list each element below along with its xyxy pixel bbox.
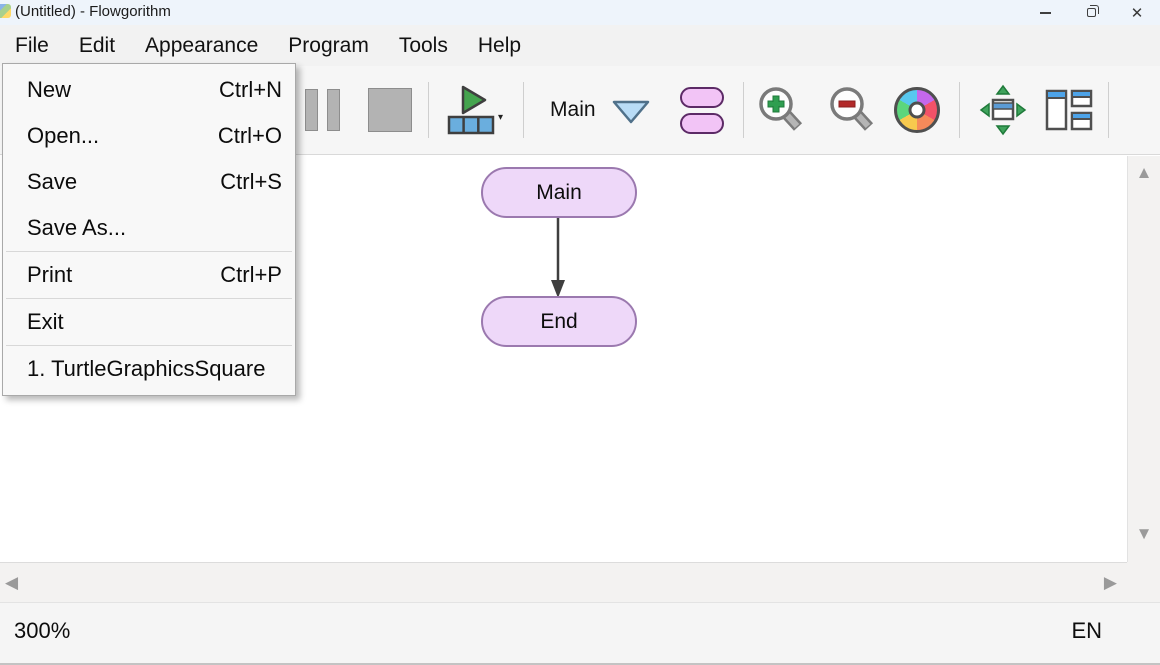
file-menu-item-open[interactable]: Open... Ctrl+O bbox=[3, 113, 295, 159]
vertical-scrollbar[interactable]: ▲ ▼ bbox=[1127, 156, 1160, 562]
language-indicator: EN bbox=[1071, 618, 1102, 643]
file-menu-item-new[interactable]: New Ctrl+N bbox=[3, 67, 295, 113]
pause-icon bbox=[327, 89, 340, 131]
shapes-icon bbox=[679, 112, 724, 134]
flow-arrow[interactable] bbox=[548, 218, 568, 300]
stop-button[interactable] bbox=[368, 88, 412, 132]
color-wheel-button[interactable] bbox=[893, 87, 940, 133]
restore-icon bbox=[1086, 4, 1099, 17]
toolbar-separator bbox=[428, 82, 429, 138]
menu-bar: File Edit Appearance Program Tools Help bbox=[0, 25, 1160, 66]
menu-file[interactable]: File bbox=[15, 33, 49, 57]
minimize-icon bbox=[1039, 11, 1051, 14]
close-button[interactable]: ✕ bbox=[1114, 0, 1160, 25]
node-label: Main bbox=[536, 180, 582, 204]
window-controls: ✕ bbox=[1022, 0, 1160, 25]
toolbar-separator bbox=[742, 82, 744, 138]
status-bar: 300% EN bbox=[0, 602, 1160, 665]
flowchart-node-main[interactable]: Main bbox=[481, 167, 637, 218]
layout-windows-button[interactable] bbox=[1045, 85, 1093, 135]
scroll-up-icon[interactable]: ▲ bbox=[1135, 163, 1153, 182]
shapes-button[interactable] bbox=[679, 86, 724, 134]
menu-item-label: Open... bbox=[27, 123, 100, 148]
pause-button[interactable] bbox=[305, 89, 340, 131]
scroll-left-icon[interactable]: ◀ bbox=[5, 573, 19, 592]
menu-edit[interactable]: Edit bbox=[78, 33, 116, 57]
menu-item-label: Print bbox=[27, 262, 73, 287]
file-menu-dropdown: New Ctrl+N Open... Ctrl+O Save Ctrl+S Sa… bbox=[2, 63, 296, 396]
menu-separator bbox=[6, 251, 292, 252]
title-bar: (Untitled) - Flowgorithm ✕ bbox=[0, 0, 1160, 25]
menu-item-shortcut: Ctrl+P bbox=[220, 262, 282, 287]
zoom-in-button[interactable] bbox=[757, 85, 803, 135]
node-label: End bbox=[540, 309, 578, 333]
menu-item-shortcut: Ctrl+S bbox=[220, 169, 282, 194]
menu-item-label: Save As... bbox=[27, 215, 127, 240]
menu-item-shortcut: Ctrl+O bbox=[217, 123, 282, 148]
menu-appearance[interactable]: Appearance bbox=[145, 33, 259, 57]
file-menu-item-print[interactable]: Print Ctrl+P bbox=[3, 252, 295, 298]
fit-to-window-icon bbox=[979, 84, 1026, 136]
file-menu-item-exit[interactable]: Exit bbox=[3, 299, 295, 345]
fit-to-window-button[interactable] bbox=[979, 84, 1027, 136]
zoom-level: 300% bbox=[14, 618, 71, 643]
function-dropdown-button[interactable] bbox=[611, 98, 651, 126]
menu-tools[interactable]: Tools bbox=[398, 33, 448, 57]
file-menu-item-save-as[interactable]: Save As... bbox=[3, 205, 295, 251]
menu-item-shortcut: Ctrl+N bbox=[219, 77, 282, 102]
scroll-right-icon[interactable]: ▶ bbox=[1103, 573, 1117, 592]
menu-item-label: Save bbox=[27, 169, 78, 194]
run-button[interactable] bbox=[447, 85, 495, 135]
toolbar-separator bbox=[958, 82, 960, 138]
menu-separator bbox=[6, 298, 292, 299]
function-dropdown-icon bbox=[612, 100, 649, 124]
flowchart-node-end[interactable]: End bbox=[481, 296, 637, 347]
menu-help[interactable]: Help bbox=[477, 33, 522, 57]
file-menu-item-recent-1[interactable]: 1. TurtleGraphicsSquare bbox=[3, 346, 295, 392]
window-title: (Untitled) - Flowgorithm bbox=[15, 3, 171, 20]
close-icon: ✕ bbox=[1130, 4, 1144, 22]
minimize-button[interactable] bbox=[1022, 0, 1068, 25]
menu-item-label: Exit bbox=[27, 309, 64, 334]
horizontal-scrollbar[interactable]: ◀ ▶ bbox=[0, 562, 1127, 602]
menu-program[interactable]: Program bbox=[288, 33, 369, 57]
menu-item-label: New bbox=[27, 77, 72, 102]
menu-separator bbox=[6, 345, 292, 346]
app-icon[interactable] bbox=[0, 4, 11, 18]
file-menu-item-save[interactable]: Save Ctrl+S bbox=[3, 159, 295, 205]
scroll-down-icon[interactable]: ▼ bbox=[1135, 524, 1153, 543]
zoom-out-button[interactable] bbox=[828, 85, 874, 135]
menu-item-label: 1. TurtleGraphicsSquare bbox=[27, 356, 266, 381]
scrollbar-corner bbox=[1127, 562, 1160, 602]
pause-icon bbox=[305, 89, 318, 131]
zoom-out-icon bbox=[829, 87, 873, 131]
layout-windows-icon bbox=[1045, 89, 1092, 131]
zoom-in-icon bbox=[758, 87, 802, 131]
run-dropdown-icon[interactable]: ▾ bbox=[498, 111, 504, 123]
restore-button[interactable] bbox=[1068, 0, 1114, 25]
run-icon bbox=[447, 85, 495, 135]
toolbar-separator bbox=[523, 82, 525, 138]
toolbar-separator bbox=[1107, 82, 1109, 138]
window-bottom-edge bbox=[0, 663, 1160, 665]
function-selector-label[interactable]: Main bbox=[550, 98, 596, 121]
shapes-icon bbox=[679, 86, 724, 108]
